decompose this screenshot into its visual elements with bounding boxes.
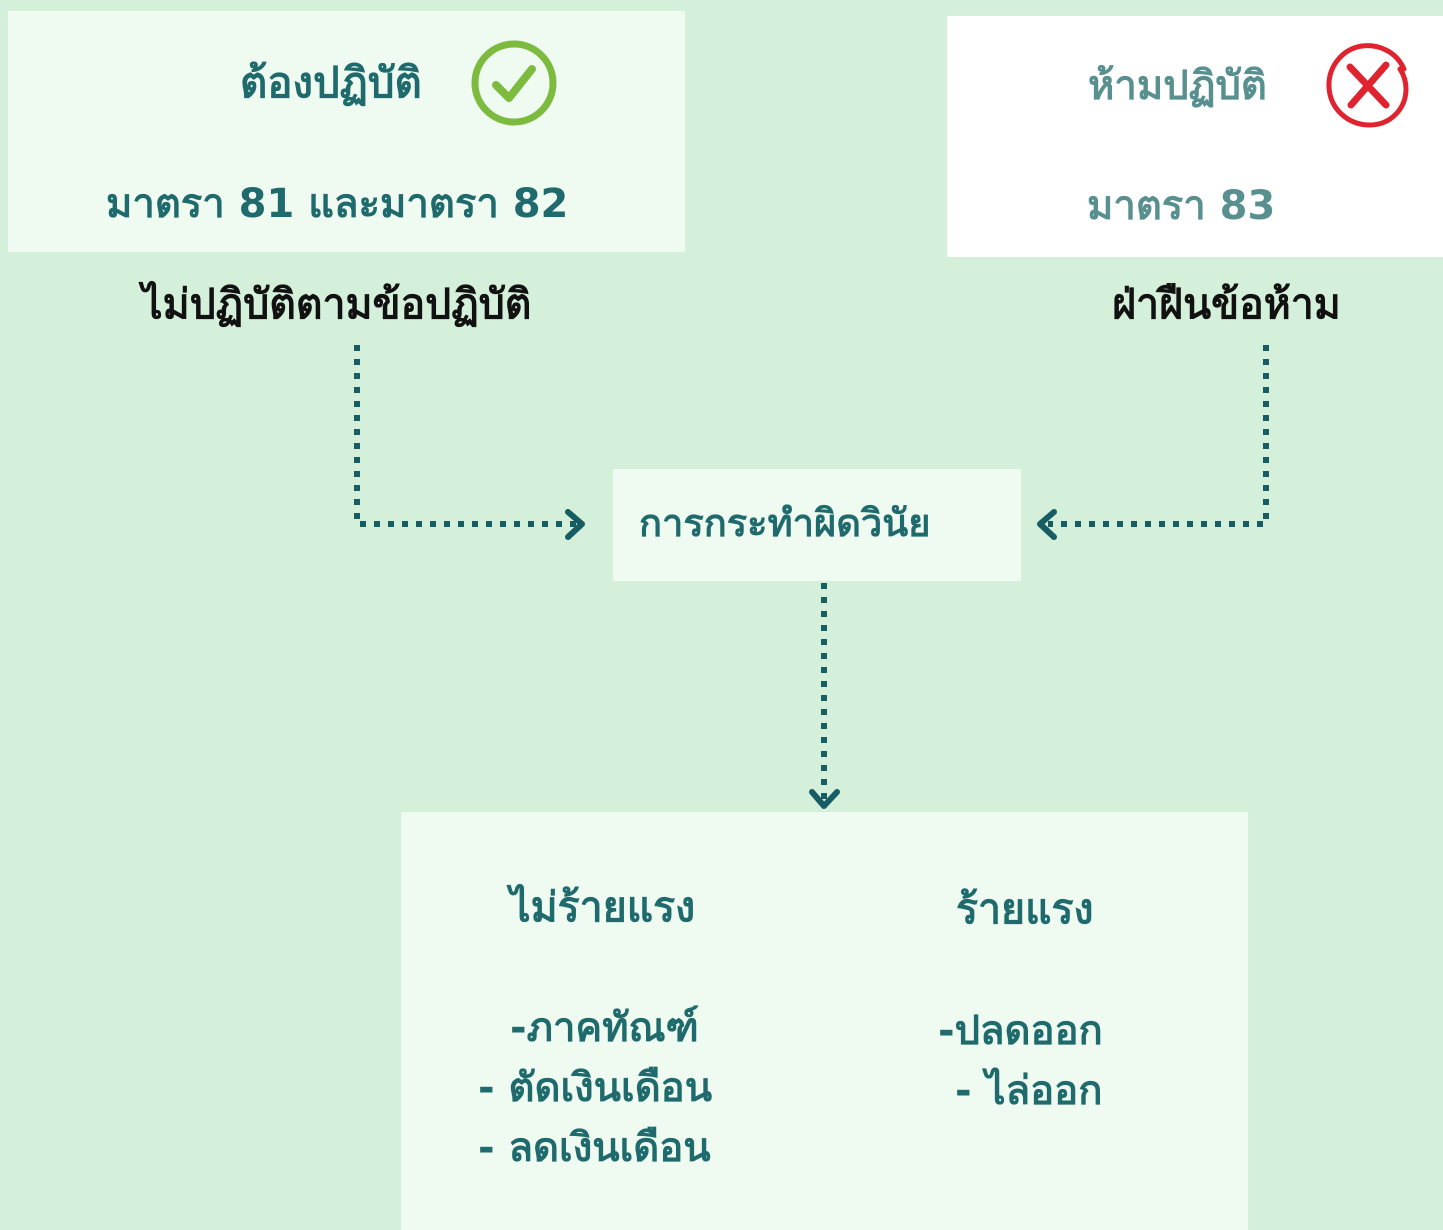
must-do-title: ต้องปฏิบัติ <box>240 58 422 107</box>
left-arrowhead <box>565 509 585 540</box>
major-penalty-title: ร้ายแรง <box>956 885 1094 933</box>
check-circle-icon <box>471 40 557 126</box>
minor-penalty-item: - ตัดเงินเดือน <box>478 1065 713 1111</box>
must-do-box <box>8 11 685 252</box>
minor-penalty-item: - ลดเงินเดือน <box>478 1125 711 1171</box>
disciplinary-action-box <box>613 469 1021 581</box>
forbidden-title: ห้ามปฏิบัติ <box>1088 63 1267 109</box>
forbidden-sections: มาตรา 83 <box>1087 183 1276 229</box>
must-do-sections: มาตรา 81 และมาตรา 82 <box>106 181 569 227</box>
minor-penalty-title: ไม่ร้ายแรง <box>510 883 696 931</box>
forbidden-box <box>947 16 1443 257</box>
right-connector-line <box>1048 345 1269 527</box>
forbidden-violation-label: ฝ่าฝืนข้อห้าม <box>1112 280 1341 328</box>
left-connector-line <box>354 345 578 527</box>
disciplinary-action-label: การกระทำผิดวินัย <box>639 501 931 545</box>
minor-penalty-item: -ภาคทัณฑ์ <box>510 1005 699 1051</box>
down-arrowhead <box>809 789 840 809</box>
penalty-box <box>401 812 1248 1230</box>
major-penalty-item: - ไล่ออก <box>955 1068 1103 1114</box>
major-penalty-item: -ปลดออก <box>938 1008 1103 1054</box>
x-circle-icon <box>1326 43 1409 128</box>
must-do-violation-label: ไม่ปฏิบัติตามข้อปฏิบัติ <box>142 280 532 328</box>
right-arrowhead <box>1037 509 1057 540</box>
